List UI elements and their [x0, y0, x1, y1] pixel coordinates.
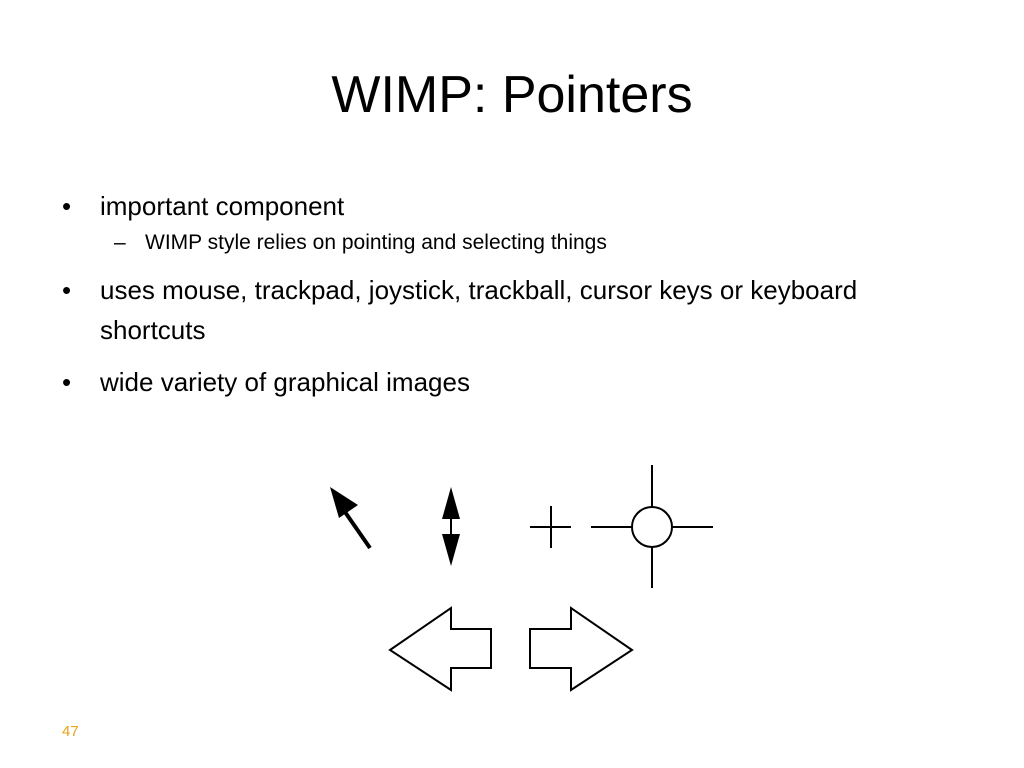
- bullet-marker: •: [62, 367, 72, 397]
- page-number: 47: [62, 723, 79, 740]
- bullet-item: • wide variety of graphical images: [62, 362, 942, 402]
- pointer-icons-illustration: [330, 465, 713, 692]
- sub-bullet-marker: –: [114, 231, 126, 254]
- bullet-marker: •: [62, 275, 72, 305]
- bullet-item: • uses mouse, trackpad, joystick, trackb…: [62, 270, 942, 350]
- bullet-item: • important component – WIMP style relie…: [62, 186, 942, 258]
- circle-crosshair-icon: [591, 465, 713, 588]
- bullet-list: • important component – WIMP style relie…: [62, 186, 942, 414]
- bullet-text: wide variety of graphical images: [100, 367, 470, 397]
- sub-bullet-text: WIMP style relies on pointing and select…: [145, 231, 607, 254]
- vertical-resize-icon: [442, 487, 460, 566]
- bullet-marker: •: [62, 191, 72, 221]
- crosshair-icon: [530, 506, 571, 548]
- bullet-text: important component: [100, 191, 345, 221]
- right-arrow-icon: [529, 606, 634, 692]
- sub-bullet-list: – WIMP style relies on pointing and sele…: [100, 228, 942, 258]
- sub-bullet-item: – WIMP style relies on pointing and sele…: [100, 228, 942, 258]
- slide-title: WIMP: Pointers: [331, 66, 693, 124]
- arrow-pointer-icon: [330, 487, 372, 550]
- bullet-text: uses mouse, trackpad, joystick, trackbal…: [100, 275, 858, 345]
- left-arrow-icon: [388, 606, 492, 692]
